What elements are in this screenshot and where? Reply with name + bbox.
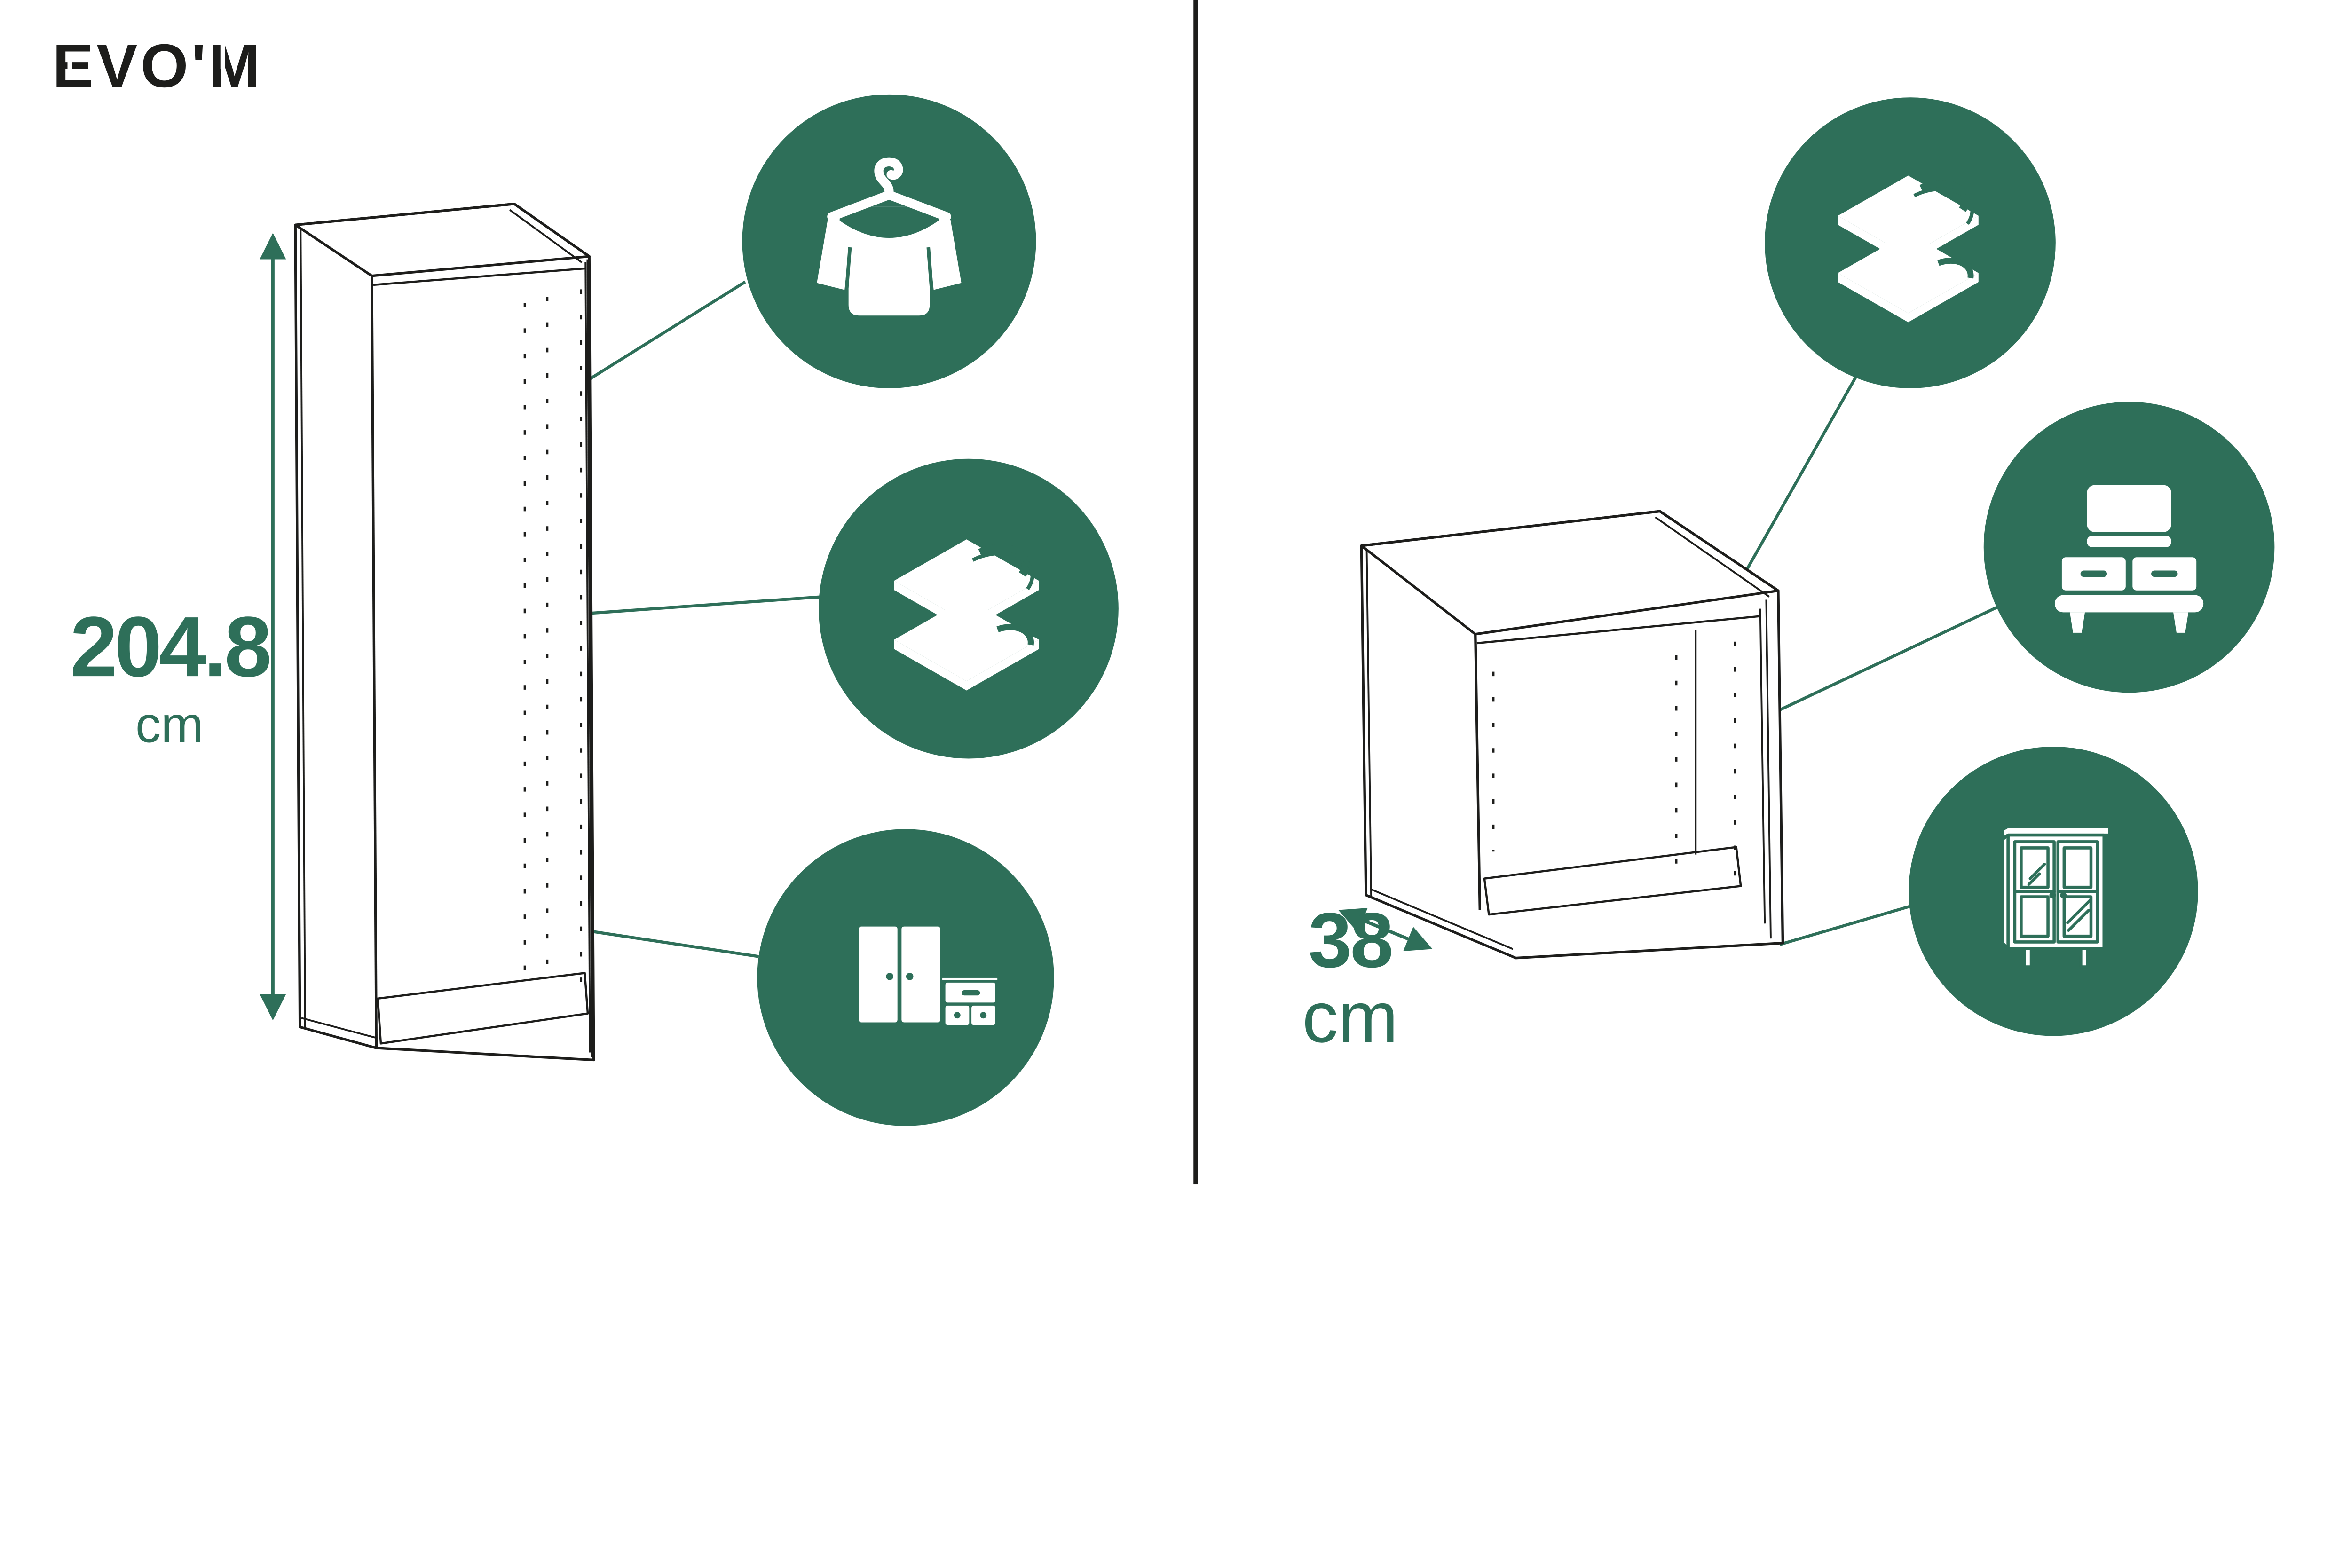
brand-logo: EVO'M (52, 31, 263, 101)
tv-stand-icon (2054, 485, 2204, 633)
feature-hanging-clothes (742, 94, 1036, 388)
feature-wardrobe-and-chest (757, 829, 1054, 1126)
logo-stencil-cut (67, 54, 72, 80)
dimension-unit: cm (1302, 979, 1398, 1059)
wardrobe-frame-drawing (294, 202, 595, 1062)
pin-hole-columns (1492, 641, 1736, 897)
panel-divider (1193, 0, 1198, 1185)
feature-tv-stand (1983, 402, 2275, 693)
clothes-hanger-icon (817, 157, 962, 316)
glass-cabinet-icon (2000, 824, 2111, 968)
connector-wardrobe-furniture (589, 930, 759, 958)
folded-clothes-icon (1838, 175, 1979, 323)
dimension-value: 38 (1308, 898, 1393, 985)
height-dimension-label: 204.8 cm (49, 599, 289, 754)
logo-stencil-cut (220, 45, 225, 69)
wardrobe-chest-icon (859, 926, 998, 1025)
connector-wardrobe-hanger (588, 280, 746, 381)
line-art-layer (260, 202, 1998, 1062)
connector-cube-cabinet (1779, 902, 1918, 946)
folded-clothes-icon (894, 539, 1039, 691)
feature-glass-door-cabinet (1909, 747, 2198, 1036)
connector-cube-folded (1745, 375, 1858, 571)
dimension-unit: cm (135, 697, 204, 754)
pin-hole-columns (523, 289, 583, 984)
dimension-arrows (260, 233, 1433, 1021)
infographic-canvas: EVO'M (49, 0, 2275, 1185)
cube-frame-drawing (1360, 510, 1784, 960)
depth-dimension-arrow (1338, 908, 1433, 951)
feature-folded-clothes (819, 458, 1119, 759)
feature-folded-clothes (1765, 97, 2056, 388)
connector-wardrobe-folded (591, 595, 823, 615)
connector-cube-tvstand (1777, 606, 1998, 712)
connector-lines (588, 280, 1998, 958)
depth-dimension-label: 38 cm (1241, 903, 1459, 1056)
dimension-value: 204.8 (70, 599, 272, 696)
